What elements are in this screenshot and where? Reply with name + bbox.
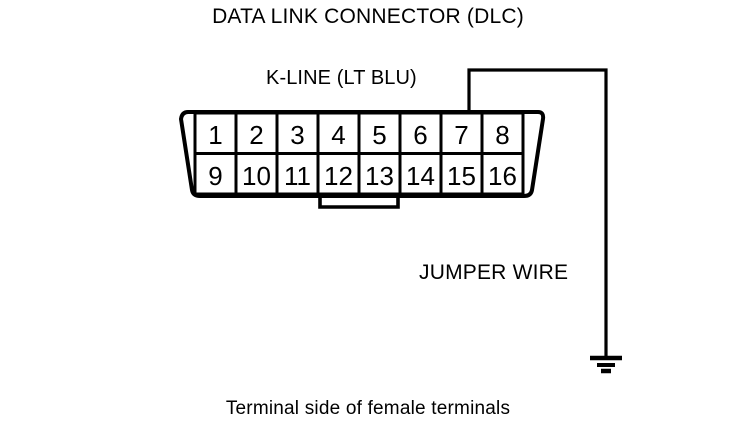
pin-label-4: 4 bbox=[331, 120, 345, 150]
kline-wire bbox=[467, 68, 608, 358]
page-title: DATA LINK CONNECTOR (DLC) bbox=[212, 5, 524, 28]
pin-label-3: 3 bbox=[290, 120, 304, 150]
pin-label-5: 5 bbox=[372, 120, 386, 150]
pin-label-16: 16 bbox=[488, 161, 517, 191]
pin-label-9: 9 bbox=[208, 161, 222, 191]
pin-label-7: 7 bbox=[454, 120, 468, 150]
diagram-caption: Terminal side of female terminals bbox=[225, 398, 511, 419]
pin-label-1: 1 bbox=[208, 120, 222, 150]
pin-numbers-bottom-row: 9 10 11 12 13 14 15 16 bbox=[208, 161, 517, 191]
pin-label-6: 6 bbox=[413, 120, 427, 150]
pin-label-11: 11 bbox=[284, 161, 311, 191]
kline-label: K-LINE (LT BLU) bbox=[266, 67, 417, 89]
pin-label-10: 10 bbox=[242, 161, 271, 191]
jumper-wire-bridge bbox=[318, 196, 400, 209]
ground-symbol bbox=[590, 355, 622, 374]
pin-numbers-top-row: 1 2 3 4 5 6 7 8 bbox=[208, 120, 509, 150]
pin-label-8: 8 bbox=[495, 120, 509, 150]
pin-label-15: 15 bbox=[447, 161, 476, 191]
pin-grid bbox=[193, 111, 525, 196]
pin-label-13: 13 bbox=[365, 161, 394, 191]
connector-outline bbox=[178, 110, 546, 198]
pin-label-12: 12 bbox=[324, 161, 353, 191]
pin-label-2: 2 bbox=[249, 120, 263, 150]
pin-label-14: 14 bbox=[406, 161, 435, 191]
jumper-wire-label: JUMPER WIRE bbox=[419, 261, 569, 284]
